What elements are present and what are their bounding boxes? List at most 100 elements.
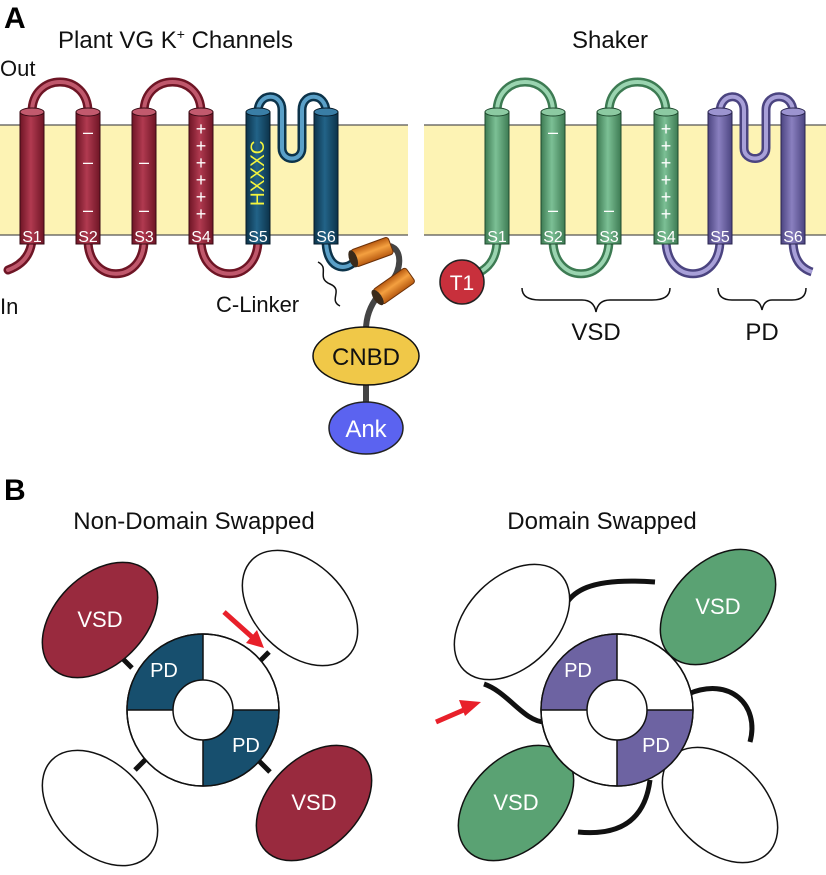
- plant-s4-charges: ++++++: [196, 119, 207, 224]
- plant-helix-s4-cap: [188, 107, 214, 117]
- shaker-helix-s5-cap: [707, 107, 733, 117]
- plant-title-end: Channels: [185, 27, 293, 54]
- pd-quadrant: [127, 634, 203, 710]
- swapped-linker: [687, 686, 755, 743]
- panel-a-letter: A: [4, 2, 26, 35]
- shaker-loop-s4-s5-core: [664, 239, 722, 276]
- svg-text:–: –: [139, 200, 149, 220]
- shaker-segment-label: S3: [599, 229, 619, 246]
- svg-text:–: –: [83, 152, 93, 172]
- svg-text:+: +: [661, 119, 672, 139]
- shaker-helix-s1-cap: [484, 107, 510, 117]
- pd-label: PD: [642, 735, 670, 757]
- vsd-ellipse-empty: [41, 749, 159, 867]
- ank-domain: [328, 401, 404, 455]
- t1-label: T1: [450, 272, 475, 295]
- plant-loop-s1-s2-core: [30, 80, 90, 113]
- red-arrow: [435, 700, 481, 725]
- swapped-linker: [577, 779, 653, 836]
- right-title: Domain Swapped: [507, 508, 696, 535]
- shaker-segment-label: S1: [487, 229, 507, 246]
- shaker-helix-s6-cap: [780, 107, 806, 117]
- cnbd-label: CNBD: [332, 344, 400, 371]
- shaker-segment-label: S6: [783, 229, 803, 246]
- svg-text:+: +: [196, 170, 207, 190]
- svg-text:+: +: [661, 187, 672, 207]
- svg-text:–: –: [548, 200, 558, 220]
- vsd-label: VSD: [291, 790, 336, 815]
- plant-segment-label: S5: [248, 229, 268, 246]
- plant-helix-s1: [19, 111, 45, 245]
- svg-text:+: +: [196, 187, 207, 207]
- vsd-brace: [521, 287, 671, 313]
- c-linker-brace: [317, 261, 341, 307]
- vsd-ellipse: [255, 744, 373, 862]
- svg-text:+: +: [661, 204, 672, 224]
- plant-helix-s2-cap: [75, 107, 101, 117]
- shaker-loop-s1-s2-core: [495, 80, 555, 113]
- plant-loop-s4-s5-core: [199, 239, 260, 276]
- vsd-ellipse: [41, 561, 159, 679]
- pd-brace-label: PD: [745, 319, 778, 346]
- shaker-pore-loop-core: [718, 94, 795, 161]
- shaker-loop-s3-s4-core: [607, 80, 668, 113]
- shaker-helix-s6: [780, 111, 806, 245]
- c-linker-helix-1: [348, 237, 394, 268]
- plant-helix-s3: [131, 111, 157, 245]
- shaker-helix-s3-cap: [596, 107, 622, 117]
- plant-title: Plant VG K+ Channels: [58, 26, 293, 54]
- plant-s3-charges: ––: [139, 152, 149, 220]
- svg-text:+: +: [196, 119, 207, 139]
- shaker-helix-s1: [484, 111, 510, 245]
- shaker-helix-s2-cap: [540, 107, 566, 117]
- shaker-s4-charges: ++++++: [661, 119, 672, 224]
- plant-helix-s3-cap: [131, 107, 157, 117]
- shaker-helix-s3: [596, 111, 622, 245]
- svg-text:+: +: [196, 153, 207, 173]
- svg-text:+: +: [196, 136, 207, 156]
- c-linker-label: C-Linker: [216, 292, 299, 317]
- panel-b-letter: B: [4, 474, 26, 507]
- plant-helix-s6-cap: [313, 107, 339, 117]
- swapped-linker: [557, 578, 656, 629]
- pore-center: [172, 679, 234, 741]
- shaker-loop-s1-s2: [492, 77, 558, 113]
- plant-title-superscript: +: [177, 26, 185, 42]
- pore-center: [586, 679, 648, 741]
- svg-text:+: +: [661, 136, 672, 156]
- plant-helix-s5-cap: [245, 107, 271, 117]
- plant-segment-label: S2: [78, 229, 98, 246]
- plant-s6-to-linker-core: [324, 239, 356, 269]
- pd-label: PD: [564, 660, 592, 682]
- ank-label: Ank: [345, 416, 387, 443]
- vsd-label: VSD: [695, 594, 740, 619]
- pd-label: PD: [232, 735, 260, 757]
- shaker-helix-s4: [653, 111, 679, 245]
- shaker-s3-charges: –: [604, 200, 614, 220]
- swapped-linker: [483, 681, 546, 725]
- shaker-title: Shaker: [572, 27, 648, 54]
- plant-loop-s1-s2: [27, 77, 93, 113]
- red-arrow: [222, 610, 264, 648]
- pd-quadrant: [617, 710, 693, 786]
- plant-segment-label: S4: [191, 229, 211, 246]
- shaker-loop-s3-s4: [604, 77, 671, 113]
- c-linker-helix-2: [371, 267, 415, 306]
- plant-segment-label: S6: [316, 229, 336, 246]
- shaker-helix-s2: [540, 111, 566, 245]
- plant-segment-label: S1: [22, 229, 42, 246]
- plant-title-main: Plant VG K: [58, 27, 177, 54]
- shaker-segment-label: S2: [543, 229, 563, 246]
- plant-segment-label: S3: [134, 229, 154, 246]
- non-domain-swapped-diagram: VSD VSD PD PD: [41, 549, 373, 867]
- svg-text:–: –: [548, 122, 558, 142]
- plant-helix-s6: [313, 111, 339, 245]
- domain-swapped-diagram: VSD VSD PD PD: [435, 548, 779, 864]
- plant-loop-s2-s3-core: [86, 239, 146, 276]
- out-label: Out: [0, 56, 35, 81]
- shaker-segment-label: S4: [656, 229, 676, 246]
- svg-text:+: +: [196, 204, 207, 224]
- svg-text:+: +: [661, 153, 672, 173]
- left-title: Non-Domain Swapped: [73, 508, 314, 535]
